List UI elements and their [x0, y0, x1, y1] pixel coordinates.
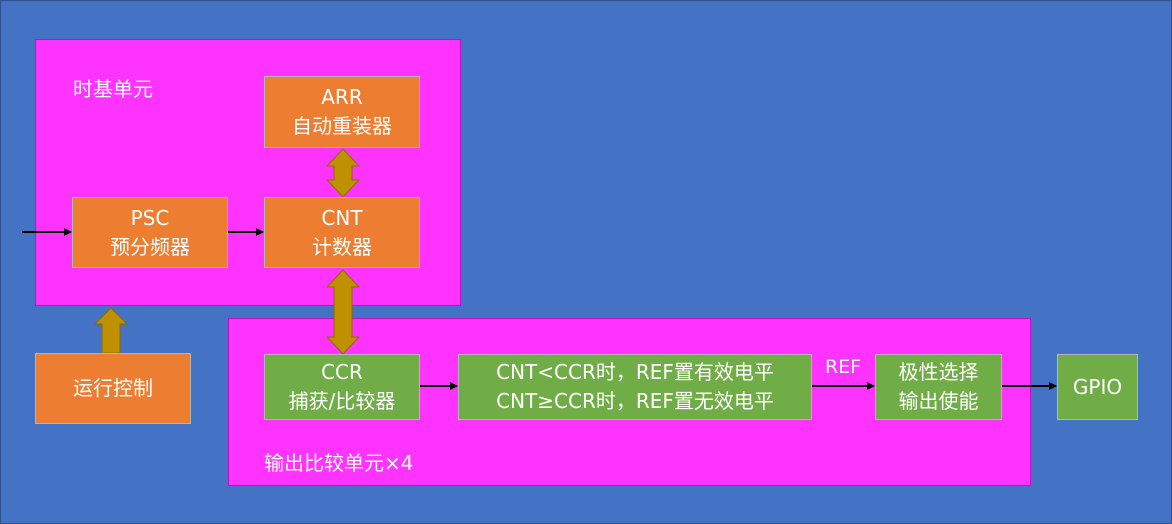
output-compare-unit-label: 输出比较单元×4 — [264, 451, 414, 475]
cnt-block: CNT 计数器 — [264, 197, 420, 268]
ref-arrow-label: REF — [825, 356, 862, 378]
cnt-subtitle: 计数器 — [312, 234, 372, 259]
ccr-block: CCR 捕获/比较器 — [264, 354, 420, 420]
gpio-label: GPIO — [1072, 374, 1123, 399]
polarity-line-2: 输出使能 — [898, 389, 979, 413]
arr-block: ARR 自动重装器 — [264, 76, 420, 148]
arr-title: ARR — [321, 85, 363, 109]
psc-title: PSC — [130, 205, 170, 230]
run-control-block: 运行控制 — [35, 353, 191, 424]
arr-cnt-double-arrow — [325, 148, 361, 198]
psc-block: PSC 预分频器 — [72, 197, 228, 268]
compare-logic-line-1: CNT<CCR时，REF置有效电平 — [496, 360, 774, 384]
polarity-output-enable-block: 极性选择 输出使能 — [875, 354, 1002, 420]
run-control-label: 运行控制 — [73, 376, 153, 400]
time-base-unit-label: 时基单元 — [73, 77, 153, 101]
cnt-title: CNT — [321, 205, 363, 230]
compare-logic-block: CNT<CCR时，REF置有效电平 CNT≥CCR时，REF置无效电平 — [458, 354, 812, 420]
ccr-title: CCR — [321, 360, 363, 384]
compare-logic-line-2: CNT≥CCR时，REF置无效电平 — [496, 389, 774, 413]
psc-subtitle: 预分频器 — [110, 234, 190, 259]
ccr-subtitle: 捕获/比较器 — [288, 389, 396, 413]
cnt-ccr-double-arrow — [325, 269, 361, 355]
gpio-block: GPIO — [1057, 354, 1138, 420]
polarity-line-1: 极性选择 — [898, 360, 979, 384]
arr-subtitle: 自动重装器 — [292, 114, 392, 138]
run-control-up-arrow — [93, 307, 129, 354]
